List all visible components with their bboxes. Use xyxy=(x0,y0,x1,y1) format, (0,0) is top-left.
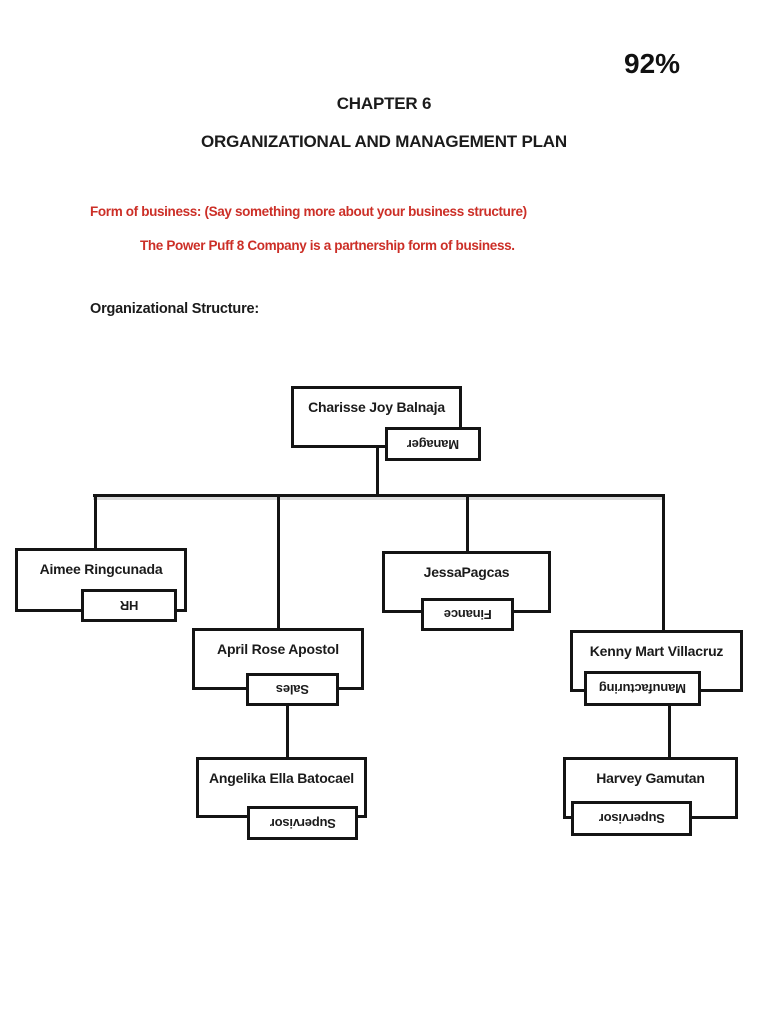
connector-sales-supervisor xyxy=(286,704,289,757)
org-node-name: April Rose Apostol xyxy=(217,641,339,657)
role-box-hr: HR xyxy=(81,589,177,622)
org-node-name: JessaPagcas xyxy=(423,564,510,580)
org-node-name: Kenny Mart Villacruz xyxy=(589,643,724,659)
role-box-supervisor-sales: Supervisor xyxy=(247,806,358,840)
chapter-heading: CHAPTER 6 xyxy=(336,94,432,113)
org-node-manager: Charisse Joy Balnaja Manager xyxy=(291,386,481,461)
org-node-role: HR xyxy=(119,598,139,613)
org-node-supervisor-manufacturing: Harvey Gamutan Supervisor xyxy=(563,757,738,836)
connector-horizontal-bus xyxy=(93,494,665,497)
connector-manager-feed xyxy=(376,448,379,497)
org-node-role: Finance xyxy=(443,607,492,622)
role-box-manager: Manager xyxy=(385,427,481,461)
role-box-sales: Sales xyxy=(246,673,339,706)
connector-drop-manufacturing xyxy=(662,494,665,630)
org-node-hr: Aimee Ringcunada HR xyxy=(15,548,187,622)
org-node-role: Manager xyxy=(406,436,460,452)
role-box-supervisor-manufacturing: Supervisor xyxy=(571,801,692,836)
org-node-role: Sales xyxy=(276,682,309,697)
org-node-supervisor-sales: Angelika Ella Batocael Supervisor xyxy=(196,757,367,840)
form-of-business-prompt: Form of business: (Say something more ab… xyxy=(90,204,527,219)
org-node-sales: April Rose Apostol Sales xyxy=(192,628,364,706)
org-node-finance: JessaPagcas Finance xyxy=(382,551,551,631)
connector-manufacturing-supervisor xyxy=(668,704,671,757)
form-of-business-answer: The Power Puff 8 Company is a partnershi… xyxy=(140,238,515,253)
score-percentage: 92% xyxy=(624,48,681,79)
org-node-role: Supervisor xyxy=(269,815,336,831)
org-node-name: Charisse Joy Balnaja xyxy=(308,399,445,415)
role-box-finance: Finance xyxy=(421,598,514,631)
connector-drop-hr xyxy=(94,494,97,548)
role-box-manufacturing: Manufacturing xyxy=(584,671,701,706)
connector-drop-finance xyxy=(466,494,469,551)
org-node-name: Harvey Gamutan xyxy=(596,770,705,786)
org-node-name: Aimee Ringcunada xyxy=(39,561,163,577)
org-node-role: Manufacturing xyxy=(599,681,686,696)
org-node-name: Angelika Ella Batocael xyxy=(209,770,354,786)
org-node-manufacturing: Kenny Mart Villacruz Manufacturing xyxy=(570,630,743,706)
org-node-role: Supervisor xyxy=(598,811,665,826)
organizational-structure-label: Organizational Structure: xyxy=(90,301,260,317)
connector-drop-sales xyxy=(277,494,280,628)
page-title: ORGANIZATIONAL AND MANAGEMENT PLAN xyxy=(201,132,567,151)
